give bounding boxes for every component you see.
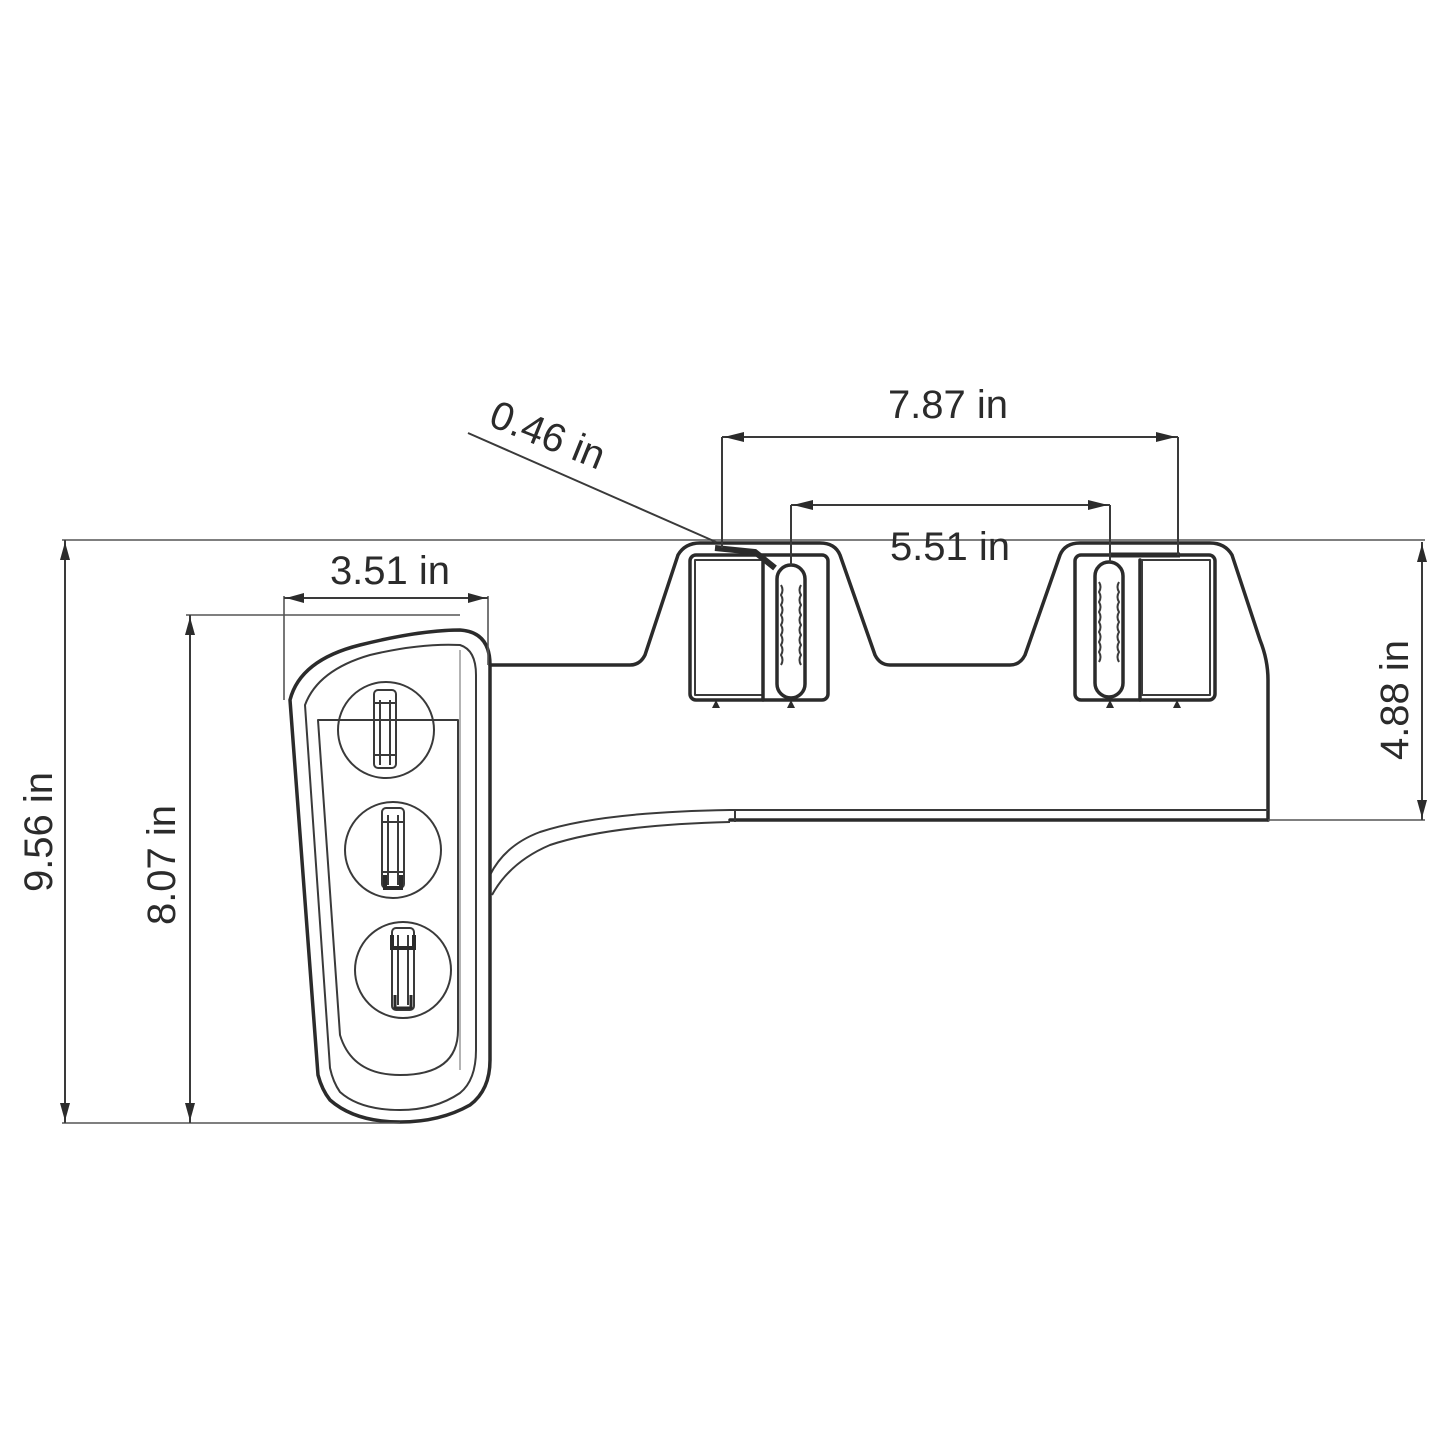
label-overall-height: 9.56 in [17, 772, 61, 892]
label-panel-width: 3.51 in [330, 549, 450, 593]
label-outer-span: 7.87 in [888, 383, 1008, 427]
dimension-panel-width: 3.51 in [283, 549, 489, 700]
knob-2 [344, 801, 442, 899]
mounting-bracket-left [688, 545, 830, 708]
slot-ridges-left [780, 584, 802, 666]
dimension-overall-height: 9.56 in [17, 539, 1425, 1124]
dimension-outer-span: 7.87 in [721, 383, 1179, 555]
label-panel-height: 8.07 in [140, 805, 184, 925]
label-bracket-thickness: 0.46 in [484, 393, 612, 479]
dimension-panel-height: 8.07 in [140, 614, 460, 1123]
label-inner-span: 5.51 in [890, 525, 1010, 569]
main-body [488, 541, 1270, 896]
control-panel [288, 628, 492, 1124]
dimension-inner-span: 5.51 in [790, 500, 1111, 569]
label-body-depth: 4.88 in [1373, 640, 1417, 760]
mounting-bracket-right [1073, 552, 1217, 708]
slot-ridges-right [1098, 581, 1120, 663]
knob-3 [354, 921, 452, 1019]
dimension-bracket-thickness: 0.46 in [467, 393, 717, 543]
knob-1 [337, 681, 435, 779]
dimension-body-depth: 4.88 in [1268, 542, 1427, 821]
